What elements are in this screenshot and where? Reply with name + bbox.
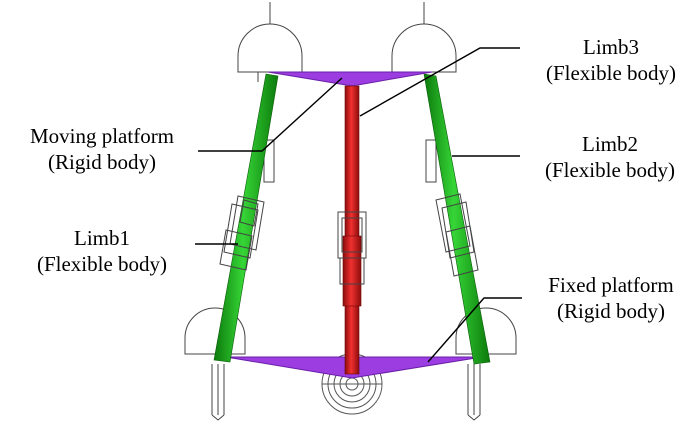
upper-right-hinge [391, 2, 457, 183]
label-limb1-name: Limb1 [74, 226, 130, 250]
leader-lines [195, 47, 522, 363]
moving-platform [267, 71, 433, 87]
leader-limb3 [359, 47, 520, 117]
limb3 [337, 85, 367, 375]
label-fixed-platform-type: (Rigid body) [557, 299, 665, 323]
label-limb3: Limb3 (Flexible body) [524, 34, 698, 86]
lower-right-hinge [455, 307, 517, 421]
lower-left-hinge [184, 307, 246, 421]
label-limb3-name: Limb3 [583, 35, 639, 59]
label-limb3-type: (Flexible body) [545, 61, 677, 85]
label-limb2-name: Limb2 [582, 132, 638, 156]
label-moving-platform: Moving platform (Rigid body) [4, 123, 200, 175]
leader-moving-platform [198, 77, 343, 152]
label-moving-platform-name: Moving platform [29, 124, 175, 148]
label-limb1-type: (Flexible body) [36, 252, 168, 276]
limb2 [423, 73, 491, 365]
label-fixed-platform-name: Fixed platform [548, 273, 674, 297]
label-limb1: Limb1 (Flexible body) [14, 225, 190, 277]
leader-fixed-platform [427, 297, 522, 363]
label-limb2: Limb2 (Flexible body) [522, 131, 698, 183]
label-limb2-type: (Flexible body) [544, 158, 676, 182]
label-moving-platform-type: (Rigid body) [48, 150, 156, 174]
limb1 [213, 73, 279, 363]
label-fixed-platform: Fixed platform (Rigid body) [526, 272, 696, 324]
